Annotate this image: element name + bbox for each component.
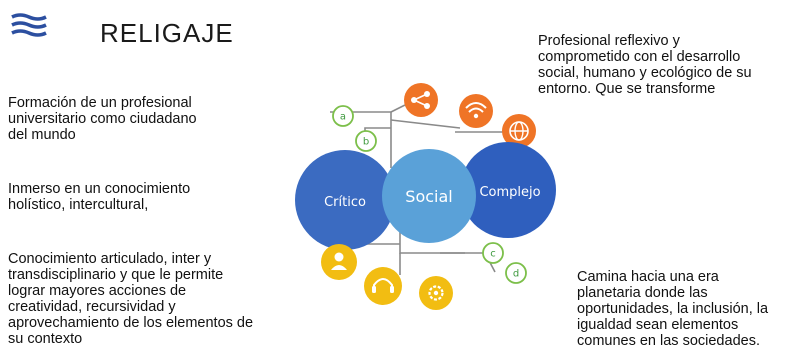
letter-d: d [505,262,527,284]
svg-text:Social: Social [405,187,452,206]
svg-text:Complejo: Complejo [479,185,540,200]
svg-text:a: a [340,112,346,123]
text-formacion: Formación de un profesional universitari… [8,95,197,143]
letter-b: b [355,130,377,152]
circle-social: Social [382,149,476,243]
gear-icon [419,276,453,310]
svg-text:c: c [490,249,496,260]
svg-text:b: b [363,137,369,148]
share-icon [404,83,438,117]
user-icon [321,244,357,280]
logo-icon [11,13,47,37]
page-title: RELIGAJE [100,18,234,48]
text-profesional: Profesional reflexivo y comprometido con… [538,33,752,97]
text-conocimiento: Conocimiento articulado, inter y transdi… [8,251,254,347]
religaje-diagram: a b c d Crítico Complejo Social [295,83,556,310]
circle-complejo: Complejo [460,142,556,238]
letter-c: c [482,242,504,264]
letter-a: a [332,105,354,127]
wifi-icon [459,94,493,128]
svg-text:d: d [513,269,519,280]
circle-critico: Crítico [295,150,395,250]
text-camina: Camina hacia una era planetaria donde la… [577,269,769,349]
svg-text:Crítico: Crítico [324,195,366,210]
headphones-icon [364,267,402,305]
globe-icon [502,114,536,148]
text-inmerso: Inmerso en un conocimiento holístico, in… [8,181,191,213]
